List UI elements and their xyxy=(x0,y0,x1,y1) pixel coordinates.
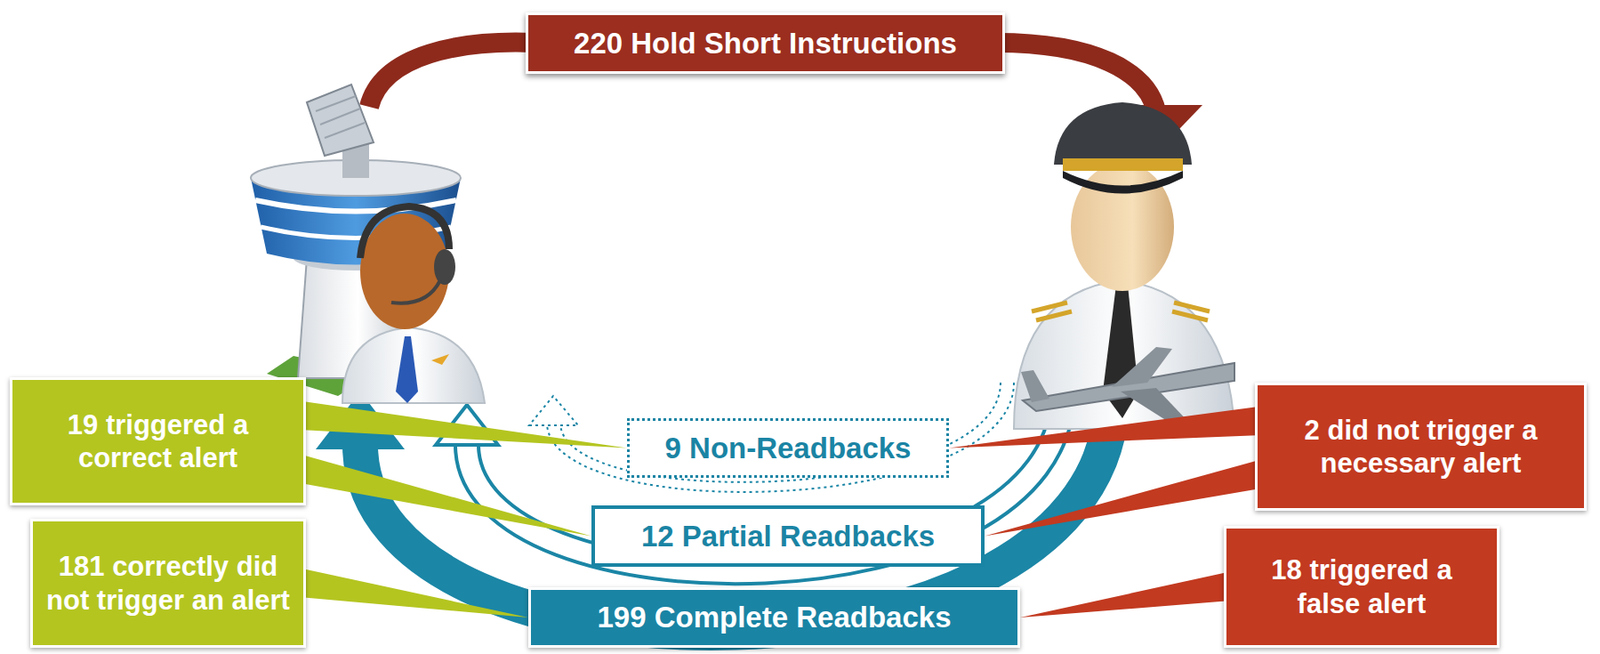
headset-mic xyxy=(391,280,441,304)
pilot-icon xyxy=(1013,102,1235,429)
controller-tie xyxy=(395,336,419,403)
result-callout: 2 did not trigger a necessary alert xyxy=(1254,382,1587,511)
arrow-stroke xyxy=(369,42,534,107)
non-arc-inner xyxy=(560,382,1001,483)
callout-pointer xyxy=(304,401,628,448)
result-callout: 19 triggered a correct alert xyxy=(9,377,306,506)
result-callout: 181 correctly did not trigger an alert xyxy=(30,518,306,648)
instruction-box: 220 Hold Short Instructions xyxy=(525,12,1006,74)
non-arc-outer xyxy=(546,382,1014,492)
pilot-shirt xyxy=(1013,280,1235,429)
box-text: 19 triggered a correct alert xyxy=(24,408,291,475)
partial-arc xyxy=(466,391,1063,572)
headset-ear xyxy=(434,249,456,285)
partial-arc-outline xyxy=(466,391,1063,572)
callout-pointer xyxy=(1020,572,1226,619)
arrow-head xyxy=(529,395,579,426)
dish-grid xyxy=(315,96,365,138)
radar-dish xyxy=(306,84,374,156)
box-text: 12 Partial Readbacks xyxy=(641,518,935,555)
readback-box: 12 Partial Readbacks xyxy=(591,505,985,567)
plane-fuselage xyxy=(1022,362,1235,411)
wing-badge xyxy=(431,353,450,365)
tower-icon xyxy=(250,84,485,403)
headset-band xyxy=(360,206,450,258)
pilot-cap xyxy=(1053,102,1192,165)
box-text: 181 correctly did not trigger an alert xyxy=(45,549,291,616)
box-text: 199 Complete Readbacks xyxy=(596,599,951,636)
epaulette xyxy=(1031,302,1210,321)
box-text: 220 Hold Short Instructions xyxy=(573,25,957,62)
readback-box: 199 Complete Readbacks xyxy=(528,586,1021,648)
box-text: 9 Non-Readbacks xyxy=(665,430,912,467)
cap-band xyxy=(1062,158,1183,171)
readback-box: 9 Non-Readbacks xyxy=(627,418,949,478)
box-text: 18 triggered a false alert xyxy=(1238,553,1485,620)
plane-tail xyxy=(1021,369,1050,403)
result-callout: 18 triggered a false alert xyxy=(1223,525,1500,648)
callout-pointer xyxy=(304,569,529,619)
cap-visor xyxy=(1062,170,1183,194)
callout-pointer xyxy=(984,460,1257,537)
box-text: 2 did not trigger a necessary alert xyxy=(1270,413,1572,480)
arrow-stroke xyxy=(996,42,1157,112)
callout-pointer xyxy=(948,406,1257,448)
controller-shirt xyxy=(342,327,485,403)
plane-wing xyxy=(1111,346,1173,387)
callout-pointer xyxy=(304,455,592,537)
